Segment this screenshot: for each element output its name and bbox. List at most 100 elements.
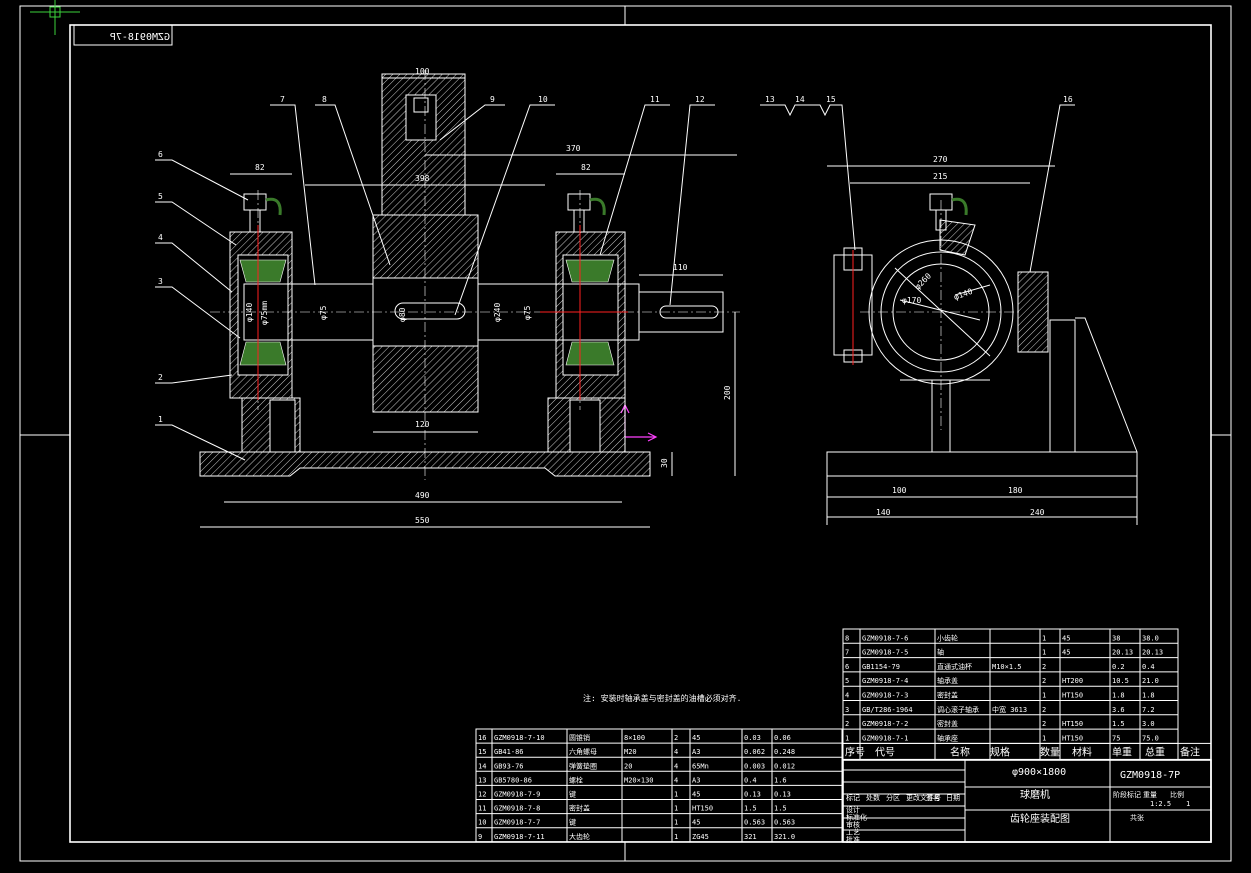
cell-mat: 65Mn [692, 762, 709, 770]
cell-total: 321.0 [774, 833, 795, 841]
cell-total: 0.563 [774, 819, 795, 827]
cell-qty: 1 [674, 805, 678, 813]
cell-total: 1.8 [1142, 692, 1155, 700]
table-header: 序号代号名称规格数量材料单重总重备注 [845, 745, 1200, 758]
svg-text:270: 270 [933, 155, 948, 164]
svg-text:φ75: φ75 [523, 305, 532, 320]
cell-no: 16 [478, 734, 486, 742]
front-balloons: 6 5 4 3 2 1 7 8 9 10 11 12 [158, 95, 705, 424]
cell-total: 38.0 [1142, 634, 1159, 642]
cell-total: 0.248 [774, 748, 795, 756]
right-bearing-bottom [565, 341, 615, 366]
cell-name: 弹簧垫圈 [569, 761, 597, 770]
cell-name: 密封盖 [937, 719, 958, 728]
cell-code: GB93-76 [494, 762, 524, 770]
cell-code: GZM0918-7-9 [494, 791, 540, 799]
cell-no: 12 [478, 791, 486, 799]
cell-unit: 0.2 [1112, 663, 1125, 671]
cell-code: GB41-86 [494, 748, 524, 756]
side-oil-cup [929, 193, 968, 231]
cell-mat: 45 [1062, 634, 1070, 642]
cell-qty: 1 [1042, 692, 1046, 700]
tb-scale: 1:2.5 [1150, 800, 1171, 808]
tb-row-label: 标准化 [846, 813, 867, 822]
header-mat: 材料 [1072, 745, 1092, 758]
cell-mat: HT150 [1062, 692, 1083, 700]
svg-text:490: 490 [415, 491, 430, 500]
cell-total: 21.0 [1142, 677, 1159, 685]
cell-qty: 2 [674, 734, 678, 742]
cell-unit: 38 [1112, 634, 1120, 642]
cell-name: 六角螺母 [569, 747, 597, 756]
cell-unit: 0.13 [744, 791, 761, 799]
cell-name: 密封盖 [569, 804, 590, 813]
side-view[interactable]: 270 215 φ260 φ170 φ140 100 180 140 240 1… [760, 95, 1138, 525]
svg-text:φ80: φ80 [398, 307, 407, 322]
tb-row-label: 批准 [846, 835, 860, 844]
cell-qty: 4 [674, 748, 678, 756]
mirrored-drawing-code: GZM0918-7P [110, 32, 170, 43]
cell-unit: 1.5 [744, 805, 757, 813]
header-spec: 规格 [990, 745, 1010, 758]
cell-total: 3.0 [1142, 720, 1155, 728]
cell-spec: 中宽 3613 [992, 705, 1027, 714]
cell-code: GZM0918-7-7 [494, 819, 540, 827]
front-view[interactable]: 100 370 398 82 82 110 120 200 30 490 550… [155, 67, 740, 528]
base-plate [199, 451, 651, 477]
cell-no: 15 [478, 748, 486, 756]
left-bearing-top [239, 259, 287, 283]
tb-row-label: 标记 [846, 793, 860, 802]
tb-row-label: 设计 [846, 805, 860, 814]
tb-row-label: 处数 [866, 793, 880, 802]
cell-name: 大齿轮 [569, 832, 590, 841]
header-unit: 单重 [1112, 745, 1132, 758]
cell-total: 20.13 [1142, 649, 1163, 657]
cell-qty: 4 [674, 776, 678, 784]
cell-qty: 4 [674, 762, 678, 770]
tb-weight-label: 重量 [1143, 791, 1157, 799]
cell-qty: 1 [1042, 649, 1046, 657]
cell-qty: 1 [1042, 734, 1046, 742]
tb-row-label: 更改文件号 [906, 793, 941, 802]
cell-code: GZM0918-7-10 [494, 734, 545, 742]
svg-text:14: 14 [795, 95, 805, 104]
cell-code: GZM0918-7-6 [862, 634, 908, 642]
tb-code: GZM0918-7P [1120, 770, 1180, 781]
svg-text:82: 82 [255, 163, 265, 172]
cell-unit: 20.13 [1112, 649, 1133, 657]
tb-row-label: 工艺 [846, 829, 860, 837]
svg-text:1: 1 [158, 415, 163, 424]
cell-unit: 75 [1112, 734, 1120, 742]
tb-row-label: 分区 [886, 793, 900, 802]
svg-text:φ75: φ75 [319, 305, 328, 320]
small-gear [381, 73, 466, 216]
cell-qty: 2 [1042, 677, 1046, 685]
cell-mat: A3 [692, 748, 700, 756]
cell-unit: 1.5 [1112, 720, 1125, 728]
cell-no: 4 [845, 692, 849, 700]
cell-name: 直通式油杯 [937, 662, 972, 671]
cell-no: 6 [845, 663, 849, 671]
cell-no: 2 [845, 720, 849, 728]
svg-text:φ240: φ240 [493, 303, 502, 322]
svg-text:4: 4 [158, 233, 163, 242]
cell-mat: HT200 [1062, 677, 1083, 685]
header-no: 序号 [845, 745, 865, 758]
cell-code: GZM0918-7-2 [862, 720, 908, 728]
cell-unit: 0.563 [744, 819, 765, 827]
svg-text:398: 398 [415, 174, 430, 183]
cell-unit: 3.6 [1112, 706, 1125, 714]
cell-total: 1.5 [774, 805, 787, 813]
svg-text:6: 6 [158, 150, 163, 159]
svg-text:φ260: φ260 [913, 271, 933, 291]
